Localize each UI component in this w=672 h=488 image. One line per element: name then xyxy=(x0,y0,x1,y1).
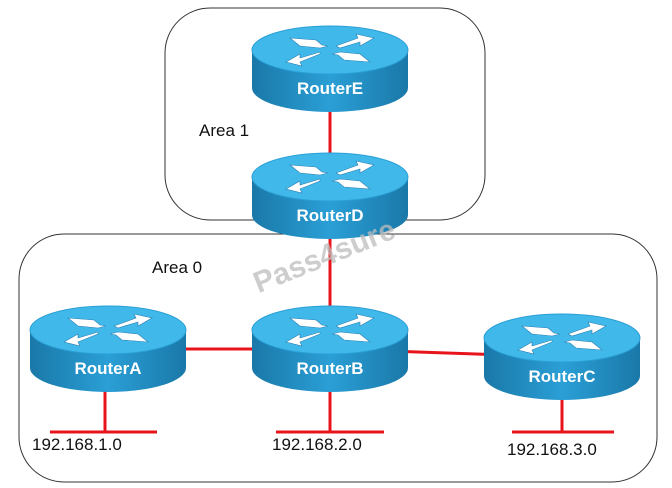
network-label-c: 192.168.3.0 xyxy=(507,440,597,459)
routers: RouterE RouterD RouterA RouterB RouterC xyxy=(29,25,641,401)
router-a[interactable]: RouterA xyxy=(29,305,187,393)
router-d[interactable]: RouterD xyxy=(251,152,409,240)
router-label: RouterB xyxy=(296,359,363,378)
router-label: RouterE xyxy=(297,79,363,98)
router-label: RouterA xyxy=(74,359,141,378)
router-icon xyxy=(251,305,409,393)
area-1-label: Area 1 xyxy=(199,121,249,140)
router-icon xyxy=(483,313,641,401)
router-icon xyxy=(251,25,409,113)
network-label-a: 192.168.1.0 xyxy=(32,435,122,454)
network-label-b: 192.168.2.0 xyxy=(272,435,362,454)
router-e[interactable]: RouterE xyxy=(251,25,409,113)
router-label: RouterD xyxy=(296,206,363,225)
router-b[interactable]: RouterB xyxy=(251,305,409,393)
router-label: RouterC xyxy=(528,367,595,386)
router-c[interactable]: RouterC xyxy=(483,313,641,401)
area-0-label: Area 0 xyxy=(152,258,202,277)
router-icon xyxy=(29,305,187,393)
